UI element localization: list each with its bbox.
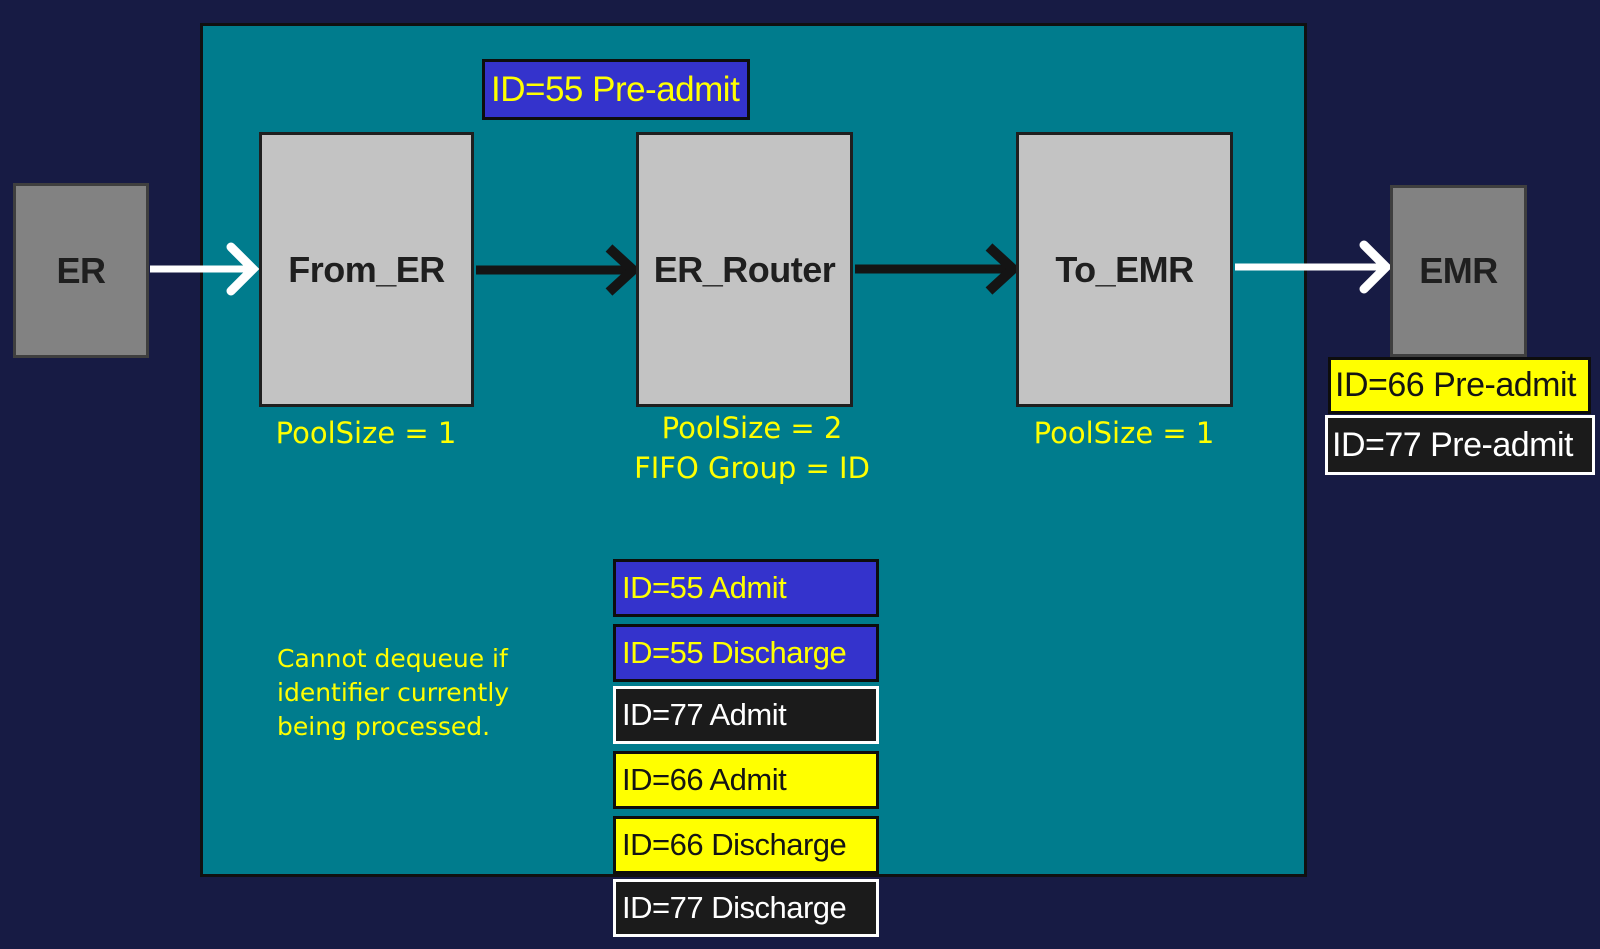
to-emr-poolsize-label: PoolSize = 1 <box>1033 416 1215 450</box>
message-in-transit-label: ID=55 Pre-admit <box>491 69 740 109</box>
arrow-er-to-from-er <box>150 242 260 296</box>
node-er: ER <box>13 183 149 358</box>
queued-message: ID=77 Discharge <box>613 879 879 937</box>
node-to-emr-label: To_EMR <box>1055 248 1194 290</box>
queued-message: ID=66 Admit <box>613 751 879 809</box>
queued-message: ID=55 Admit <box>613 559 879 617</box>
node-from-er-queue: From_ER <box>259 132 474 407</box>
dequeue-note-line: being processed. <box>277 712 491 741</box>
er-router-poolsize-label: PoolSize = 2 <box>661 411 843 445</box>
message-delivered-id66-label: ID=66 Pre-admit <box>1335 366 1577 404</box>
node-from-er-label: From_ER <box>288 248 445 290</box>
er-router-settings-label: PoolSize = 2 FIFO Group = ID <box>602 408 902 488</box>
node-emr: EMR <box>1390 185 1527 357</box>
queued-message-label: ID=66 Discharge <box>622 827 847 862</box>
arrow-from-er-to-er-router <box>476 244 641 296</box>
arrow-to-emr-to-emr <box>1235 240 1393 294</box>
message-delivered-id77-label: ID=77 Pre-admit <box>1332 425 1574 464</box>
message-delivered-id77: ID=77 Pre-admit <box>1325 415 1595 475</box>
node-er-router-queue: ER_Router <box>636 132 853 407</box>
queued-message-label: ID=55 Admit <box>622 570 787 605</box>
queued-message: ID=77 Admit <box>613 686 879 744</box>
queued-message-label: ID=55 Discharge <box>622 635 847 670</box>
node-emr-label: EMR <box>1419 250 1498 291</box>
queued-message-label: ID=77 Discharge <box>622 890 847 925</box>
message-delivered-id66: ID=66 Pre-admit <box>1328 357 1591 414</box>
dequeue-note: Cannot dequeue if identifier currently b… <box>277 642 509 744</box>
queued-message: ID=55 Discharge <box>613 624 879 682</box>
dequeue-note-line: Cannot dequeue if <box>277 644 508 673</box>
node-er-label: ER <box>56 249 106 291</box>
queued-message: ID=66 Discharge <box>613 816 879 874</box>
er-router-fifo-group-label: FIFO Group = ID <box>634 451 870 485</box>
queued-message-label: ID=66 Admit <box>622 762 787 797</box>
arrow-er-router-to-to-emr <box>855 243 1021 295</box>
node-er-router-label: ER_Router <box>653 248 836 290</box>
dequeue-note-line: identifier currently <box>277 678 510 707</box>
node-to-emr-queue: To_EMR <box>1016 132 1233 407</box>
queued-message-label: ID=77 Admit <box>622 697 787 732</box>
from-er-poolsize-label: PoolSize = 1 <box>275 416 457 450</box>
message-in-transit: ID=55 Pre-admit <box>482 59 750 120</box>
